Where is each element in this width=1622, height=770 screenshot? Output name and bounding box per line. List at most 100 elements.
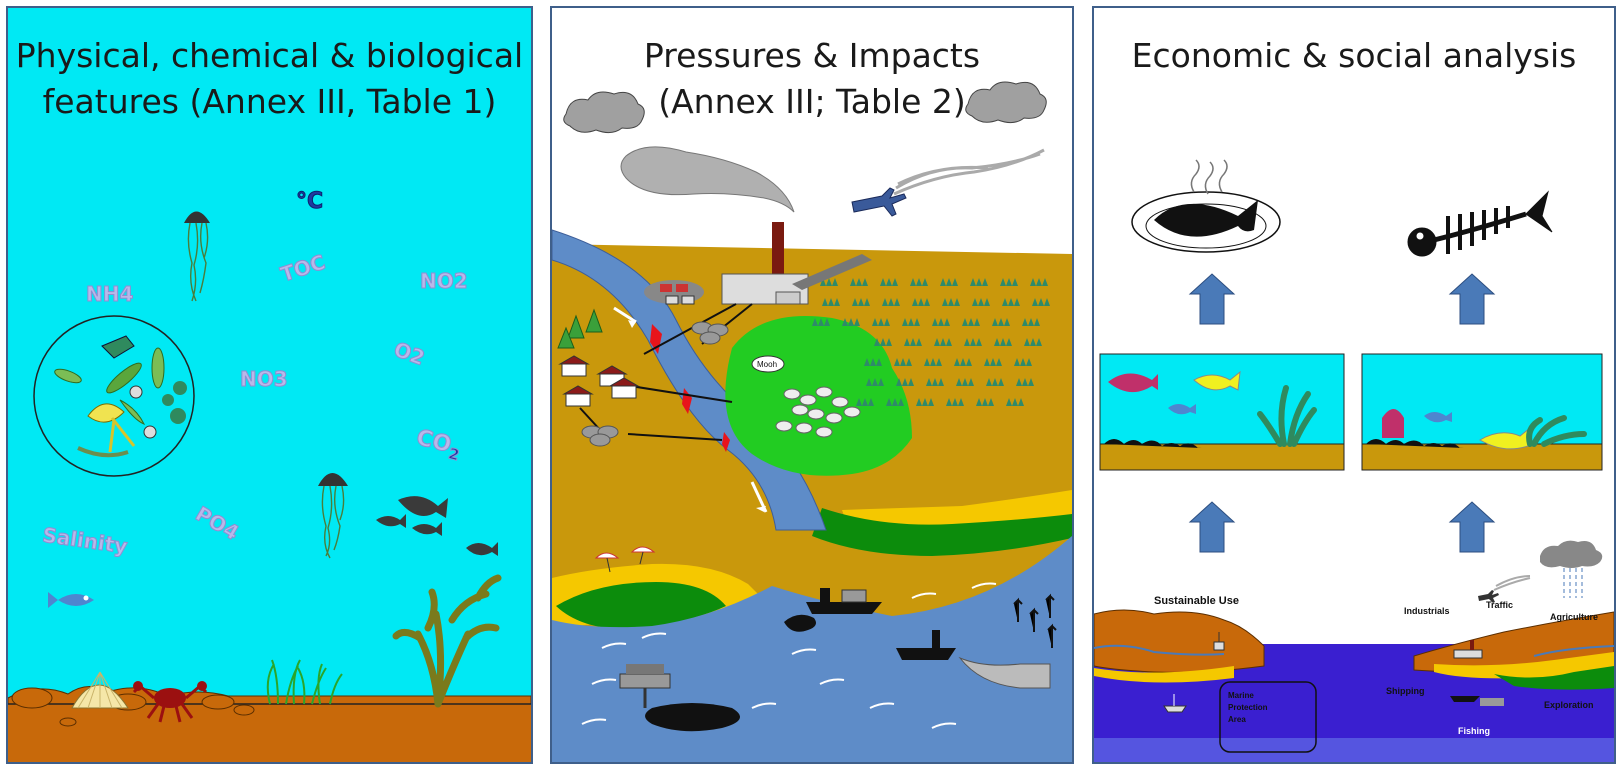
crop-plant-icon: [1000, 278, 1018, 286]
nh4-label: NH4: [86, 282, 133, 306]
seabed-floor: [8, 704, 531, 762]
moo-label: Mooh: [757, 360, 777, 369]
crop-plant-icon: [1014, 358, 1032, 366]
left-coast-icon: [1094, 609, 1265, 673]
marine-protection-area-box: [1219, 681, 1317, 753]
crop-plant-icon: [902, 318, 920, 326]
crop-plant-icon: [916, 398, 934, 406]
panel-title-line1: Pressures & Impacts: [643, 36, 981, 75]
panel-pressures-impacts: Pressures & Impacts (Annex III; Table 2): [550, 6, 1074, 764]
economic-social-illustration: Sustainable Use Marine Protection Area I…: [1094, 159, 1614, 762]
arrow-up-icon: [1448, 273, 1496, 325]
oil-platform-icon: [619, 664, 740, 732]
panel-title-line1: Economic & social analysis: [1131, 36, 1577, 75]
crop-plant-icon: [856, 398, 874, 406]
crop-plant-icon: [822, 298, 840, 306]
panel-title-line2: features (Annex III, Table 1): [42, 82, 497, 121]
crop-plant-icon: [934, 338, 952, 346]
marine-protection-label-3: Area: [1228, 715, 1246, 724]
crop-plant-icon: [1030, 278, 1048, 286]
crop-plant-icon: [942, 298, 960, 306]
crop-plant-icon: [954, 358, 972, 366]
crop-plant-icon: [1002, 298, 1020, 306]
marine-protection-label-1: Marine: [1228, 691, 1254, 700]
shipping-label: Shipping: [1386, 686, 1425, 696]
kelp-icon: [392, 574, 502, 708]
trawler-ship-icon: [896, 630, 1051, 689]
crop-plant-icon: [924, 358, 942, 366]
wind-turbines-icon: [1013, 593, 1057, 648]
crop-plant-icon: [970, 278, 988, 286]
panel-physical-chemical-biological: Physical, chemical & biological features…: [6, 6, 533, 764]
exploration-label: Exploration: [1544, 700, 1594, 710]
blue-fish-icon: [48, 592, 94, 608]
arrow-up-icon: [1188, 273, 1236, 325]
temperature-label: °C: [296, 189, 323, 214]
crop-plant-icon: [880, 278, 898, 286]
sustainable-use-icon: [1213, 632, 1225, 651]
o2-label: O2: [391, 337, 428, 370]
panel-title-line1: Physical, chemical & biological: [15, 36, 524, 75]
cars-icon: [660, 284, 695, 305]
fish-on-plate-icon: [1131, 159, 1281, 253]
co2-label: CO2: [413, 425, 464, 464]
crop-plant-icon: [932, 318, 950, 326]
jellyfish-icon: [318, 473, 348, 559]
crop-plant-icon: [874, 338, 892, 346]
crop-plant-icon: [1016, 378, 1034, 386]
crop-plant-icon: [894, 358, 912, 366]
marine-ecosystem-illustration: °C TOC NH4 NO2 NO3 O2 CO2 Salinity PO4: [8, 189, 531, 762]
marine-protection-label-2: Protection: [1228, 703, 1268, 712]
crop-plant-icon: [820, 278, 838, 286]
crop-plant-icon: [986, 378, 1004, 386]
crop-plant-icon: [1006, 398, 1024, 406]
trees-icon: [557, 308, 603, 349]
sheep-flock-icon: [775, 386, 861, 438]
airplane-icon: [1478, 575, 1531, 603]
crop-plant-icon: [850, 278, 868, 286]
crop-plant-icon: [1022, 318, 1040, 326]
crop-plant-icon: [964, 338, 982, 346]
speech-bubble-icon: Mooh: [751, 355, 785, 373]
crop-plant-icon: [976, 398, 994, 406]
beach-umbrella-icon: [594, 546, 656, 573]
storage-tanks-icon: [581, 321, 729, 447]
crop-plant-icon: [962, 318, 980, 326]
houses-icon: [558, 355, 640, 407]
crop-plant-icon: [1032, 298, 1050, 306]
airplane-icon: [851, 148, 1045, 217]
fish-skeleton-icon: [1407, 190, 1553, 257]
panel-title-line2: (Annex III; Table 2): [658, 82, 966, 121]
oil-spill-icon: [645, 703, 740, 732]
crop-plant-icon: [910, 278, 928, 286]
industrials-label: Industrials: [1404, 606, 1450, 616]
fishing-label: Fishing: [1458, 726, 1490, 736]
crop-plant-icon: [864, 358, 882, 366]
cargo-ship-icon: [784, 588, 882, 632]
scallop-shell-icon: [71, 671, 129, 709]
boat-icon: [1163, 694, 1187, 713]
cloud-icon: [965, 81, 1047, 124]
crop-plant-icon: [1024, 338, 1042, 346]
crop-plant-icon: [992, 318, 1010, 326]
arrow-up-icon: [1448, 501, 1496, 553]
crop-plant-icon: [886, 398, 904, 406]
fishing-boat-icon: [1450, 696, 1504, 706]
factory-icon: [644, 222, 872, 305]
crop-field-icon: [812, 278, 1050, 406]
fish-school-icon: [376, 496, 498, 556]
crop-plant-icon: [812, 318, 830, 326]
traffic-label: Traffic: [1486, 600, 1513, 610]
crop-plant-icon: [852, 298, 870, 306]
crop-plant-icon: [896, 378, 914, 386]
degraded-ecosystem-scene: [1361, 353, 1603, 471]
coastal-vegetation-icon: [556, 582, 726, 630]
crop-plant-icon: [984, 358, 1002, 366]
crop-plant-icon: [866, 378, 884, 386]
salinity-label: Salinity: [41, 523, 129, 559]
smoke-plume-icon: [620, 146, 795, 213]
jellyfish-icon: [184, 211, 210, 302]
healthy-ecosystem-scene: [1099, 353, 1345, 471]
crop-plant-icon: [882, 298, 900, 306]
toc-label: TOC: [278, 250, 329, 287]
